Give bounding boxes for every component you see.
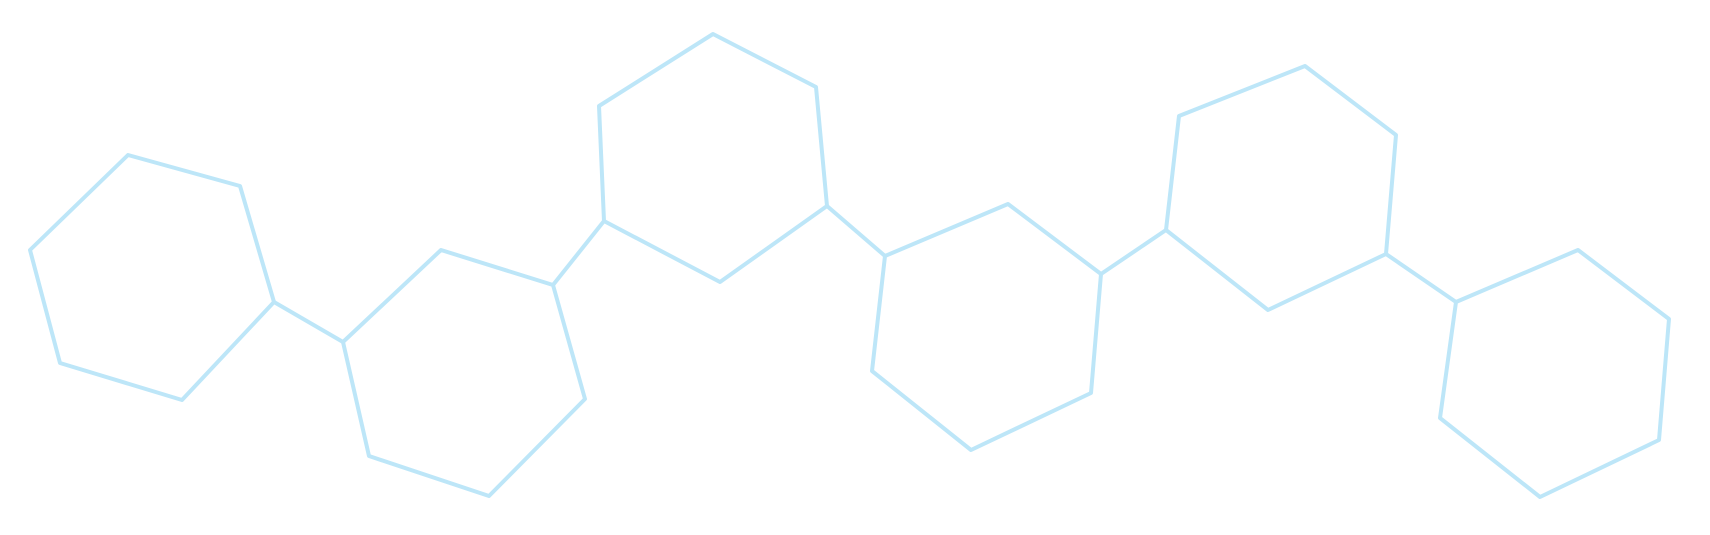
hexagon-ring-5	[1164, 64, 1398, 312]
linker-bond-4	[1099, 228, 1168, 276]
hexagon-ring-6	[1438, 248, 1671, 499]
hexagon-ring-4	[870, 202, 1103, 452]
hexagon-ring-3	[597, 32, 829, 284]
linker-bond-3	[825, 204, 887, 258]
hexagon-ring-2	[341, 248, 587, 498]
hexagon-ring-1	[28, 153, 276, 402]
ring-group	[28, 32, 1671, 499]
linker-bond-1	[272, 300, 345, 344]
linker-bond-2	[551, 219, 606, 287]
linker-bond-5	[1384, 252, 1458, 304]
bond-group	[272, 204, 1458, 344]
